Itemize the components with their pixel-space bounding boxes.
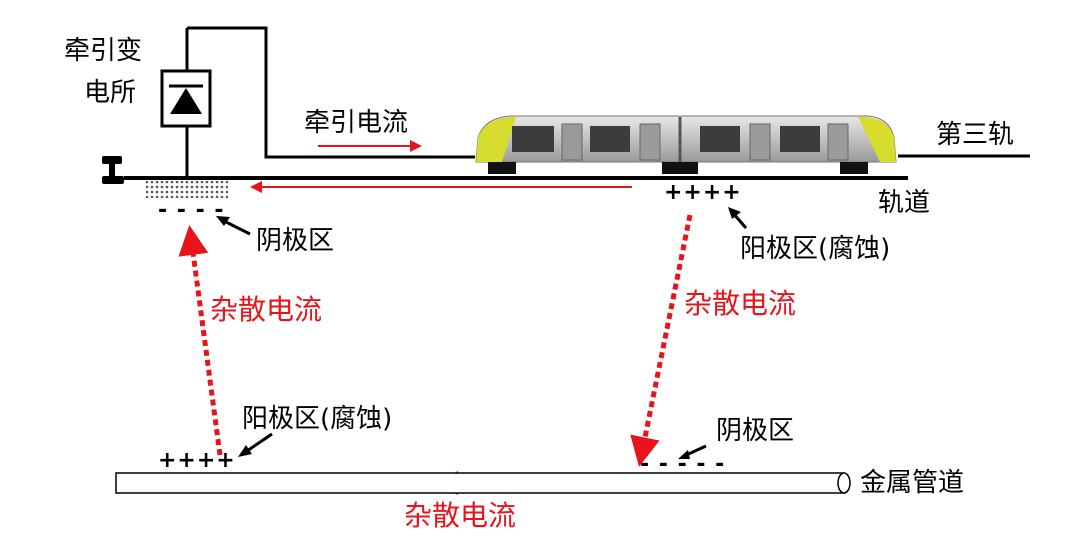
anode-bottom-signs: ++++ xyxy=(158,448,236,473)
cathode-bottom-label: 阴极区 xyxy=(716,416,795,446)
feeder-wire xyxy=(187,26,475,159)
cathode-top-signs: - - - - xyxy=(158,198,225,223)
traction-current-label: 牵引电流 xyxy=(304,108,409,138)
cathode-ground-zone xyxy=(146,181,228,198)
anode-top-label: 阳极区(腐蚀) xyxy=(740,234,891,264)
pipe-label: 金属管道 xyxy=(860,468,965,498)
substation-label-line2: 电所 xyxy=(84,78,137,108)
anode-bottom-label: 阳极区(腐蚀) xyxy=(242,404,393,434)
substation xyxy=(160,26,475,179)
stray-current-down-arrow xyxy=(630,214,693,467)
pipe-end-cap xyxy=(837,472,851,494)
rail-profile-icon xyxy=(102,156,124,184)
third-rail-label: 第三轨 xyxy=(936,120,1015,150)
anode-top-signs: ++++ xyxy=(664,180,742,205)
diode-icon xyxy=(169,84,203,114)
stray-current-left-label: 杂散电流 xyxy=(210,293,323,326)
cathode-top-pointer xyxy=(221,218,251,236)
cathode-top-label: 阴极区 xyxy=(256,226,335,256)
substation-label-line1: 牵引变 xyxy=(64,36,143,66)
substation-box xyxy=(160,69,212,128)
track-label: 轨道 xyxy=(878,188,931,218)
stray-current-pipe-label: 杂散电流 xyxy=(404,499,517,532)
metal-pipe xyxy=(115,472,851,494)
stray-current-up-arrow xyxy=(178,225,223,456)
train-icon xyxy=(475,115,897,174)
cathode-bottom-signs: - - - - - xyxy=(640,452,726,477)
stray-current-right-label: 杂散电流 xyxy=(684,287,797,320)
